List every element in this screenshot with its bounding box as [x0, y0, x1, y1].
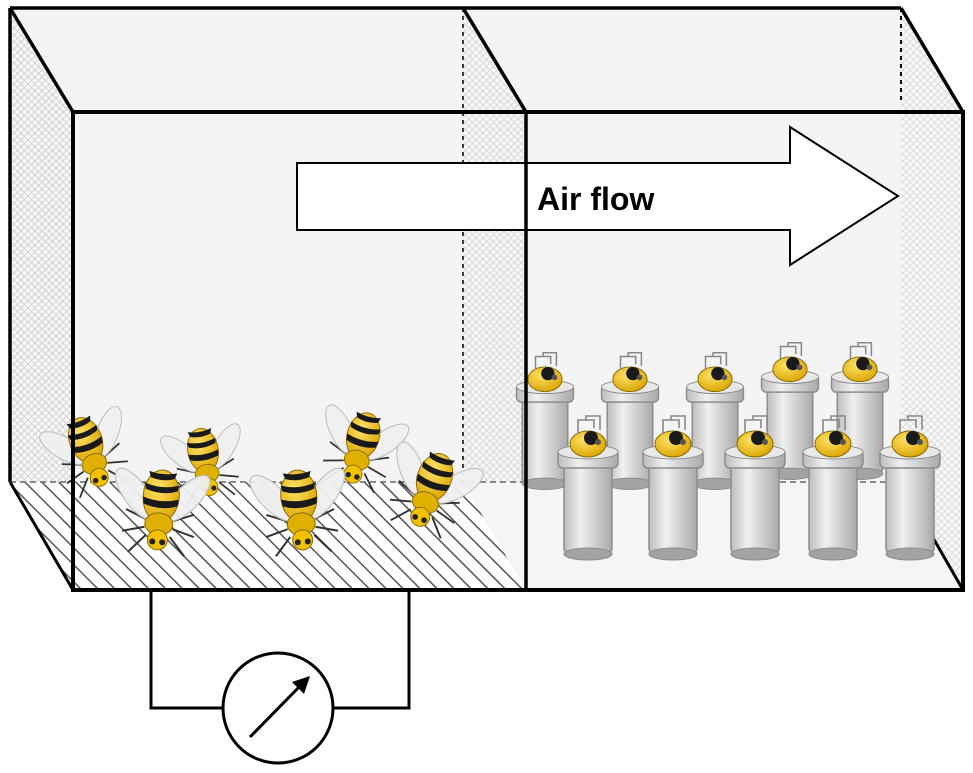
- meter-icon: [221, 651, 335, 765]
- partition-mesh: [463, 8, 526, 590]
- chamber-front-frame: [71, 110, 965, 592]
- meter-circuit: [149, 590, 411, 765]
- air-flow-arrow: Air flow: [296, 125, 900, 267]
- air-flow-label: Air flow: [537, 181, 654, 217]
